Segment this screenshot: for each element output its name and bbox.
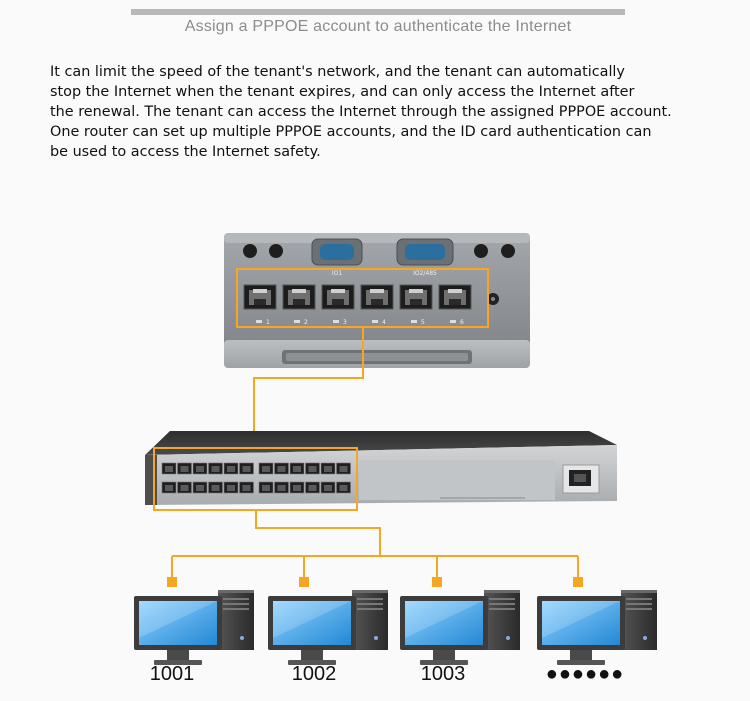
antenna-hole-icon — [269, 244, 283, 258]
router-device: IO1 IO2/485 1 2 3 4 5 6 — [224, 233, 530, 368]
switch-port — [336, 462, 351, 475]
switch-port — [208, 481, 223, 494]
ethernet-port — [360, 284, 394, 310]
switch-port — [192, 462, 208, 475]
description-line: the renewal. The tenant can access the I… — [50, 104, 672, 120]
ethernet-port — [321, 284, 355, 310]
title-decoration-bar — [131, 9, 625, 15]
switch-port — [320, 462, 336, 475]
serial-port-1: IO1 — [311, 238, 363, 277]
port-number: 6 — [460, 319, 464, 326]
ethernet-port — [399, 284, 433, 310]
distribution-cables — [171, 510, 579, 580]
client-label: 1003 — [421, 663, 466, 685]
network-icon — [372, 320, 378, 323]
ethernet-port — [438, 284, 472, 310]
ethernet-port — [282, 284, 316, 310]
ethernet-port — [243, 284, 277, 310]
network-icon — [256, 320, 262, 323]
connection-node — [299, 577, 309, 587]
switch-port — [289, 481, 305, 494]
switch-port — [305, 481, 320, 494]
switch-port — [161, 481, 177, 494]
switch-port — [177, 481, 192, 494]
network-icon — [333, 320, 339, 323]
client-label: 1001 — [150, 663, 195, 685]
port-number: 5 — [421, 319, 425, 326]
switch-port — [320, 481, 336, 494]
switch-port — [177, 462, 192, 475]
switch-port — [239, 462, 254, 475]
port-number: 4 — [382, 319, 386, 326]
antenna-hole-icon — [501, 244, 515, 258]
connection-node — [167, 577, 177, 587]
serial-port-label: IO2/485 — [413, 270, 437, 277]
network-icon — [294, 320, 300, 323]
switch-port — [258, 481, 274, 494]
uplink-cable — [253, 327, 364, 447]
network-icon — [411, 320, 417, 323]
network-icon — [450, 320, 456, 323]
computer-icon — [268, 590, 388, 665]
switch-port — [274, 462, 289, 475]
computer-icon — [537, 590, 657, 665]
description-line: be used to access the Internet safety. — [50, 144, 321, 160]
client-label: 1002 — [292, 663, 337, 685]
port-number: 3 — [343, 319, 347, 326]
port-number: 2 — [304, 319, 308, 326]
antenna-hole-icon — [474, 244, 488, 258]
serial-port-2: IO2/485 — [396, 238, 454, 277]
switch-port — [161, 462, 177, 475]
switch-port — [305, 462, 320, 475]
description-line: One router can set up multiple PPPOE acc… — [50, 124, 652, 140]
switch-port — [289, 462, 305, 475]
switch-port — [274, 481, 289, 494]
computer-icon — [134, 590, 254, 665]
antenna-hole-icon — [243, 244, 257, 258]
connection-node — [432, 577, 442, 587]
description-text: It can limit the speed of the tenant's n… — [50, 62, 730, 162]
port-number: 1 — [266, 319, 270, 326]
switch-port — [223, 481, 239, 494]
switch-port — [223, 462, 239, 475]
connection-node — [573, 577, 583, 587]
switch-port — [258, 462, 274, 475]
serial-port-label: IO1 — [332, 270, 342, 277]
description-line: stop the Internet when the tenant expire… — [50, 84, 635, 100]
computer-icon — [400, 590, 520, 665]
description-line: It can limit the speed of the tenant's n… — [50, 64, 625, 80]
switch-port — [336, 481, 351, 494]
switch-port — [208, 462, 223, 475]
switch-port — [192, 481, 208, 494]
client-label-more: ●●●●●● — [546, 663, 624, 685]
page-title: Assign a PPPOE account to authenticate t… — [184, 18, 572, 35]
switch-port — [239, 481, 254, 494]
